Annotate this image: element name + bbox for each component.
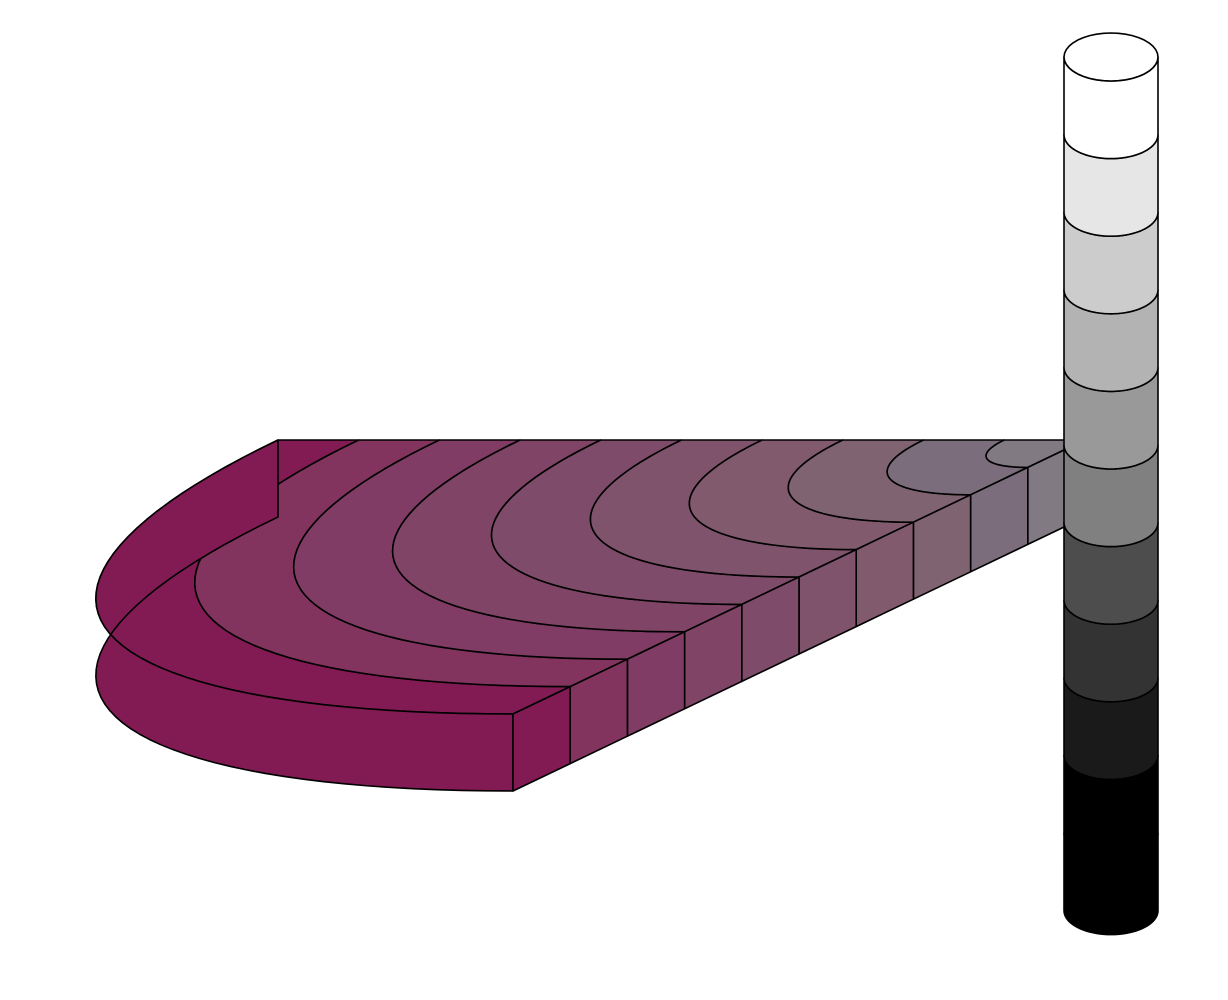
chroma-sector — [95, 439, 1086, 792]
value-column-cap — [1063, 32, 1159, 82]
sector-top-ring — [985, 439, 1086, 469]
value-column — [1063, 32, 1159, 936]
sector-front-face — [512, 685, 571, 792]
